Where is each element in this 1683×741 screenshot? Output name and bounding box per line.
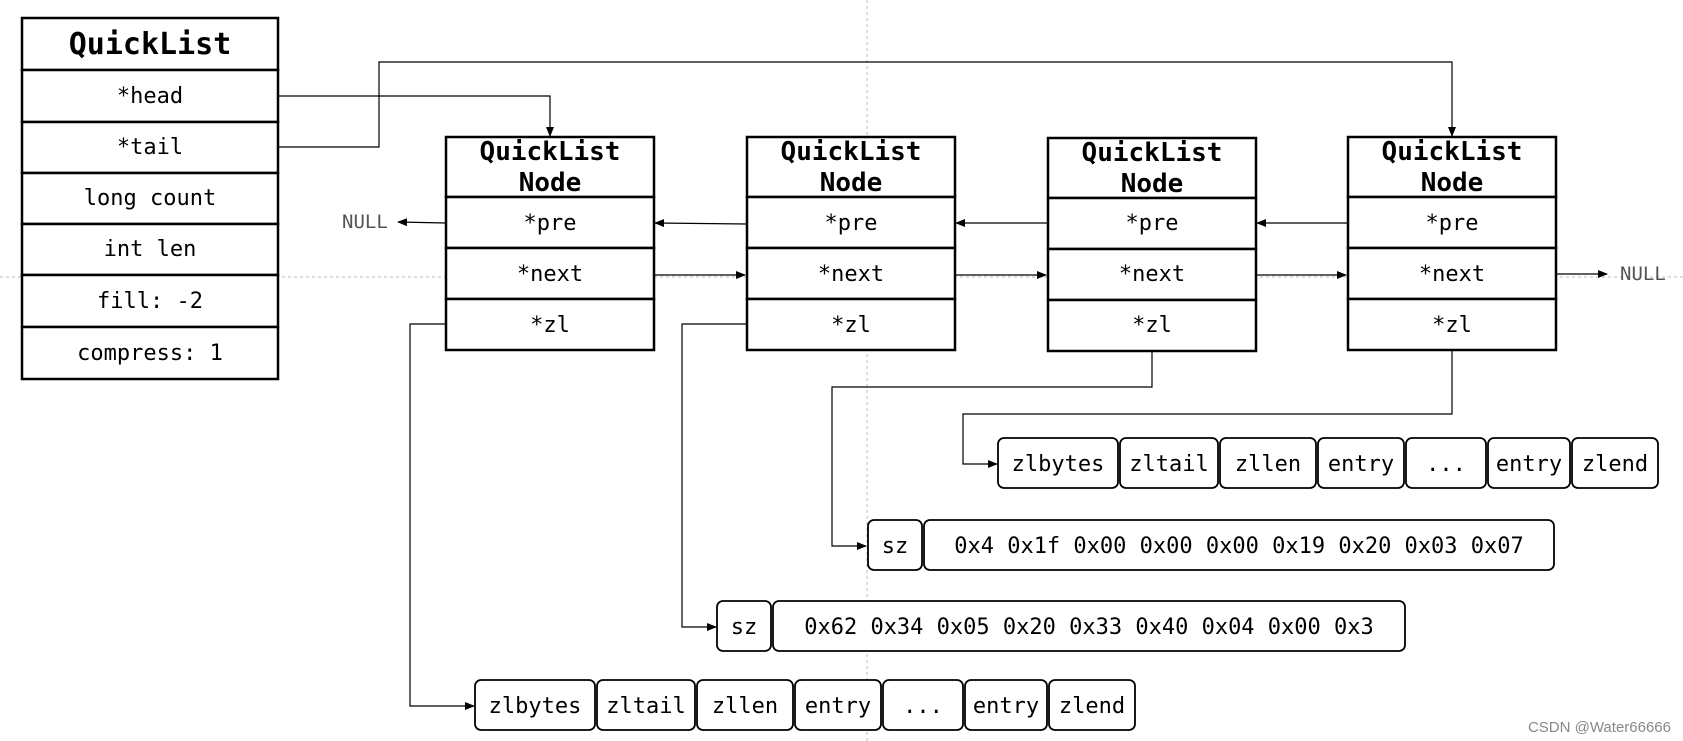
node-title-line1: QuickList [480,137,621,167]
ziplist-cell [882,679,964,731]
node-next-field: *next [1119,262,1185,287]
quicklist-compress-cell [20,325,280,381]
ziplist-zlbytes: zlbytes [489,694,582,719]
zl-arrow-2 [681,323,747,631]
node-title-cell [1346,135,1558,199]
ziplist-cell [1571,437,1659,489]
ziplist-cell [997,437,1119,489]
zl-arrow-1 [409,323,475,710]
quicklist-compress-field: compress: 1 [77,341,223,366]
node-next-cell [444,246,656,301]
node-title-line2: Node [820,168,883,198]
compressed-sz: sz [731,615,758,640]
node-title-cell [1046,136,1258,200]
node-title-line1: QuickList [1382,137,1523,167]
quicklist-title: QuickList [69,27,232,62]
compressed-sz-cell [867,519,923,571]
ziplist-entry: entry [973,694,1039,719]
ziplist-zlbytes: zlbytes [1012,452,1105,477]
quicklist-fill-field: fill: -2 [97,289,203,314]
pre-arrow-2 [654,219,748,228]
ziplist-entry: entry [1328,452,1394,477]
node-pre-cell [745,195,957,250]
ziplist-ellipsis: ... [903,694,943,719]
ziplist-zltail: zltail [1129,452,1208,477]
quicklist-node-4: QuickList Node *pre *next *zl [1346,135,1558,352]
compressed-bytes: 0x62 0x34 0x05 0x20 0x33 0x40 0x04 0x00 … [804,615,1374,640]
ziplist-entry: entry [805,694,871,719]
node-zl-field: *zl [1432,313,1472,338]
node-zl-cell [1346,297,1558,352]
ziplist-cell [1219,437,1317,489]
quicklist-head-field: *head [117,84,183,109]
node-title-line2: Node [1421,168,1484,198]
node-next-field: *next [517,262,583,287]
ziplist-cell [1048,679,1136,731]
node-zl-field: *zl [530,313,570,338]
ziplist-cell [1487,437,1571,489]
ziplist-cell [794,679,882,731]
node-zl-cell [1046,298,1258,353]
quicklist-node-1: QuickList Node *pre *next *zl [444,135,656,352]
head-pointer-arrow [278,95,554,137]
quicklist-node-2: QuickList Node *pre *next *zl [745,135,957,352]
node-title-line1: QuickList [781,137,922,167]
node-next-cell [1046,247,1258,302]
ziplist-cell [964,679,1048,731]
node-zl-field: *zl [1132,313,1172,338]
quicklist-head-cell [20,68,280,124]
node-pre-field: *pre [524,211,577,236]
node-next-field: *next [1419,262,1485,287]
node-zl-field: *zl [831,313,871,338]
ziplist-entry: entry [1496,452,1562,477]
compressed-ziplist-2: sz 0x62 0x34 0x05 0x20 0x33 0x40 0x04 0x… [716,600,1406,652]
zl-arrow-4 [962,350,1453,468]
ziplist-top: zlbytes zltail zllen entry ... entry zle… [997,437,1659,489]
ziplist-cell [696,679,794,731]
node-next-cell [745,246,957,301]
compressed-ziplist-1: sz 0x4 0x1f 0x00 0x00 0x00 0x19 0x20 0x0… [867,519,1555,571]
null-left-label: NULL [342,211,388,233]
watermark-text: CSDN @Water66666 [1528,719,1671,736]
ziplist-zltail: zltail [606,694,685,719]
compressed-sz: sz [882,534,909,559]
compressed-bytes-cell [772,600,1406,652]
ziplist-bottom: zlbytes zltail zllen entry ... entry zle… [474,679,1136,731]
ziplist-cell [1119,437,1219,489]
node-title-line2: Node [1121,169,1184,199]
node-pre-cell [444,195,656,250]
node-pre-cell [1346,195,1558,250]
ziplist-cell [474,679,596,731]
zl-arrow-3 [831,351,1153,550]
quicklist-count-field: long count [84,186,216,211]
ziplist-zlend: zlend [1059,694,1125,719]
compressed-bytes-cell [923,519,1555,571]
quicklist-tail-field: *tail [117,135,183,160]
ziplist-cell [596,679,696,731]
ziplist-ellipsis: ... [1426,452,1466,477]
compressed-sz-cell [716,600,772,652]
compressed-bytes: 0x4 0x1f 0x00 0x00 0x00 0x19 0x20 0x03 0… [954,534,1524,559]
ziplist-zllen: zllen [712,694,778,719]
node-next-field: *next [818,262,884,287]
pre-arrow-1 [397,218,447,227]
quicklist-struct: QuickList *head *tail long count int len… [20,16,280,381]
node-title-line2: Node [519,168,582,198]
node-pre-field: *pre [825,211,878,236]
quicklist-len-field: int len [104,237,197,262]
ziplist-zlend: zlend [1582,452,1648,477]
node-pre-field: *pre [1426,211,1479,236]
node-pre-cell [1046,196,1258,251]
ziplist-cell [1317,437,1405,489]
quicklist-node-3: QuickList Node *pre *next *zl [1046,136,1258,353]
null-right-label: NULL [1620,263,1666,285]
ziplist-cell [1405,437,1487,489]
node-pre-field: *pre [1126,211,1179,236]
ziplist-zllen: zllen [1235,452,1301,477]
node-title-line1: QuickList [1082,138,1223,168]
tail-pointer-arrow [278,61,1456,148]
